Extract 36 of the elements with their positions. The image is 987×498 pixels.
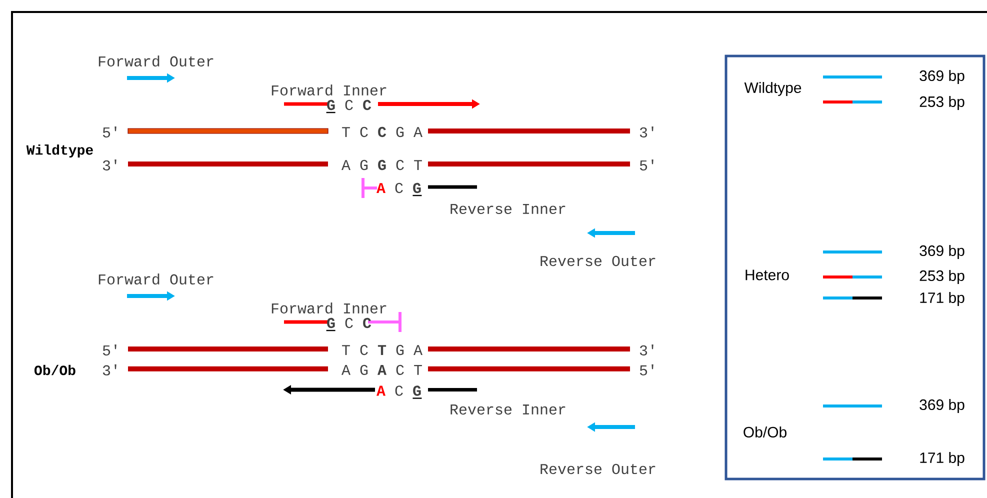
primer-label: Reverse Outer	[540, 464, 656, 474]
sequence-text: T C C G A	[342, 126, 422, 138]
primer-label: Forward Inner	[272, 302, 386, 314]
strand-end-label: 3′	[102, 160, 116, 170]
sequence-text: G C C	[326, 100, 372, 114]
genotype-label: Hetero	[746, 270, 789, 280]
band-size-label: 171 bp	[920, 452, 964, 466]
primer-label: Reverse Inner	[450, 404, 566, 415]
band-size-label: 369 bp	[920, 245, 964, 259]
primer-label: Forward Inner	[272, 84, 386, 96]
band-size-label: 253 bp	[920, 270, 964, 284]
sequence-text: A C G	[376, 182, 422, 196]
band-size-label: 369 bp	[920, 399, 964, 413]
genotype-label: Ob/Ob	[34, 364, 76, 376]
genotype-label: Ob/Ob	[744, 426, 786, 438]
sequence-text: T C T G A	[342, 344, 422, 356]
sequence-text: A G G C T	[342, 160, 422, 170]
band-size-label: 253 bp	[920, 96, 964, 110]
genotype-label: Wildtype	[26, 144, 93, 158]
band-size-label: 369 bp	[920, 70, 964, 84]
primer-label: Forward Outer	[98, 273, 214, 285]
primer-label: Forward Outer	[98, 55, 214, 67]
strand-end-label: 5′	[102, 344, 116, 356]
sequence-text: A G A C T	[342, 364, 422, 375]
genotype-label: Wildtype	[744, 82, 802, 96]
sequence-text: A C G	[376, 386, 422, 399]
band-size-label: 171 bp	[920, 292, 964, 306]
primer-label: Reverse Inner	[450, 204, 566, 214]
strand-end-label: 5′	[102, 126, 116, 138]
strand-end-label: 3′	[640, 344, 654, 356]
sequence-text: G C C	[326, 318, 372, 332]
strand-end-label: 3′	[640, 126, 654, 138]
strand-end-label: 5′	[640, 160, 654, 170]
primer-label: Reverse Outer	[540, 256, 656, 266]
strand-end-label: 3′	[102, 364, 116, 376]
strand-end-label: 5′	[640, 364, 654, 376]
